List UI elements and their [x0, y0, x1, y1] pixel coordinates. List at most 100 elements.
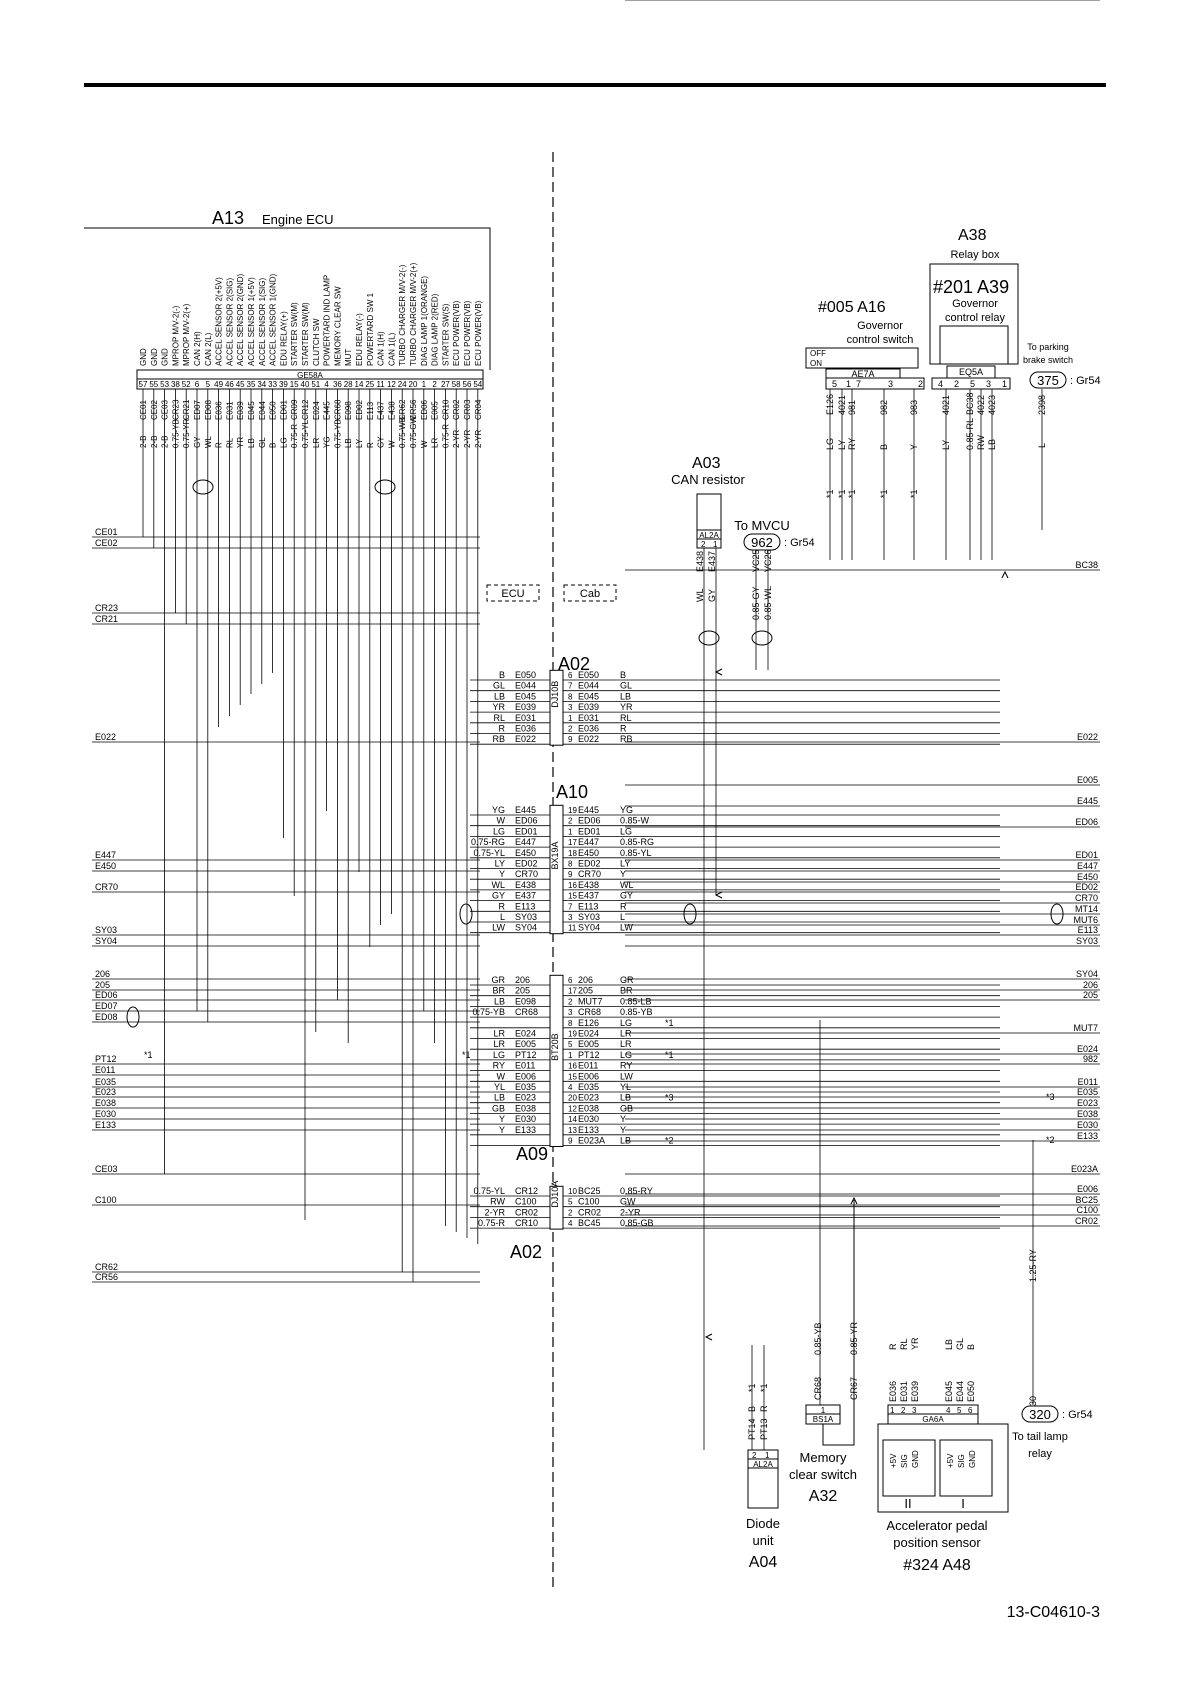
a03-connector-id: AL2A: [699, 531, 719, 540]
a38-sub: Relay box: [951, 249, 1000, 261]
ecu-pin-number: 45: [236, 380, 245, 389]
a32-name-2: clear switch: [789, 1467, 857, 1482]
ecu-wire-color: R: [215, 442, 224, 448]
mvcu-wire-code: VC26: [763, 549, 773, 572]
mvcu-wire-code: VC25: [751, 549, 761, 572]
left-wire-label: CR23: [95, 603, 118, 613]
a09-right-color: YL: [620, 1082, 631, 1092]
eq5a-pins: [931, 377, 1011, 390]
parking-text-2: brake switch: [1023, 355, 1073, 365]
star-note-pt12: *1: [144, 1050, 153, 1060]
a10-pin: 15: [568, 892, 577, 901]
left-wire-label: SY04: [95, 936, 117, 946]
a02-bottom-left-wire: C100: [515, 1197, 537, 1207]
a48-wire-code: E050: [966, 1381, 976, 1402]
a09-pin: 6: [568, 976, 573, 985]
a48-wire-color: R: [888, 1343, 898, 1350]
a10-right-wire: E437: [578, 891, 599, 901]
a10-right-color: LG: [620, 826, 632, 836]
a02-top-id: DJ10B: [550, 681, 560, 708]
a09-left-color: GR: [492, 975, 506, 985]
a38-wire-code: 4021: [941, 395, 951, 415]
bs1a-id: BS1A: [813, 1415, 834, 1424]
ecu-pin-function: CAN 1(L): [387, 332, 396, 366]
ecu-pin-number: 27: [441, 380, 450, 389]
a09-pin: 3: [568, 1008, 573, 1017]
ecu-wire-color: 2-B: [161, 436, 170, 448]
ecu-wire-color: 0.75-R: [290, 424, 299, 448]
ecu-pin-function: STARTER SW(S): [441, 303, 450, 366]
right-wire-label: 982: [1083, 1054, 1098, 1064]
a48-wire-code: E044: [955, 1381, 965, 1402]
a09-left-color: Y: [499, 1114, 505, 1124]
a10-right-wire: ED01: [578, 826, 601, 836]
a09-left-wire: PT12: [515, 1050, 537, 1060]
a10-right-color: 0.85-RG: [620, 837, 654, 847]
ecu-name: Engine ECU: [262, 212, 334, 227]
ecu-pin-number: 1: [422, 380, 427, 389]
a02-top-pin: 8: [568, 692, 573, 701]
ga6a-pin: 4: [946, 1406, 951, 1415]
ecu-connector-id: GE58A: [297, 371, 323, 380]
a09-pin: 5: [568, 1040, 573, 1049]
ecu-pin-function: POWERTARD SW 1: [366, 292, 375, 366]
a02-top-right-color: GL: [620, 681, 632, 691]
ecu-wire-code: E113: [366, 401, 375, 420]
mvcu-ref-oval: [743, 533, 781, 551]
a32-wire-color: 0.85-YR: [849, 1321, 859, 1355]
ecu-pin-function: GND: [150, 348, 159, 366]
a10-left-wire: SY03: [515, 912, 537, 922]
a02-bottom-right-wire: BC25: [578, 1186, 601, 1196]
tail-wire: 30: [1028, 1396, 1038, 1406]
a38-label: A38: [958, 227, 987, 244]
ecu-wire-code: CR21: [182, 399, 191, 420]
parking-ref-oval: [1029, 371, 1067, 389]
a02-bottom-pin: 2: [568, 1208, 573, 1217]
a10-left-wire: ED02: [515, 859, 538, 869]
star-note-e023: *3: [1046, 1092, 1055, 1102]
parking-gr: : Gr54: [1070, 375, 1101, 387]
a09-left-wire: 205: [515, 986, 530, 996]
ecu-pin-function: ECU POWER(VB): [452, 300, 461, 366]
a09-left-wire: E035: [515, 1082, 536, 1092]
ecu-wire-code: E024: [312, 401, 321, 420]
a02-top-label: A02: [558, 654, 590, 674]
a04-note: *1: [747, 1383, 757, 1392]
a38-wire-code: 4023: [987, 395, 997, 415]
twisted-pair-can1: [374, 479, 396, 495]
a10-right-wire: ED06: [578, 816, 601, 826]
right-wire-label: E035: [1077, 1087, 1098, 1097]
a16-wire-code: 983: [909, 400, 919, 415]
a10-right-color: R: [620, 901, 627, 911]
a10-right-color: 0.85-W: [620, 816, 650, 826]
right-wire-label: E030: [1077, 1120, 1098, 1130]
a16-off: OFF: [810, 349, 826, 358]
left-wire-label: E011: [95, 1065, 115, 1075]
a09-pin: 20: [568, 1094, 577, 1103]
a16-wire-code: E126: [825, 394, 835, 415]
ga6a-pin: 1: [890, 1406, 895, 1415]
a03-name: CAN resistor: [671, 472, 745, 487]
a02-top-right-color: LB: [620, 691, 631, 701]
ecu-pin-function: MPROP M/V-2(+): [182, 303, 191, 366]
a38-wire-code: 4022: [976, 395, 986, 415]
a10-right-color: WL: [620, 880, 634, 890]
ecu-pin-function: STARTER SW(M): [301, 302, 310, 366]
a32-wire-code: CR67: [849, 1377, 859, 1400]
left-wire-label: ED07: [95, 1001, 118, 1011]
a09-left-color: LG: [493, 1050, 505, 1060]
a09-right-wire: 205: [578, 986, 593, 996]
a09-pin: 14: [568, 1115, 577, 1124]
a09-right-wire: E038: [578, 1103, 599, 1113]
a10-right-wire: CR70: [578, 869, 601, 879]
a02-top-right-wire: E039: [578, 702, 599, 712]
a10-left-wire: ED01: [515, 826, 538, 836]
ecu-wire-code: CR68: [333, 399, 342, 420]
a09-right-wire: E023A: [578, 1136, 605, 1146]
right-wire-label: 206: [1083, 980, 1098, 990]
a03-label: A03: [692, 455, 721, 472]
a10-right-wire: ED02: [578, 859, 601, 869]
a39-id: #201 A39: [933, 277, 1009, 297]
right-wire-label: SY04: [1076, 969, 1098, 979]
a04-wire-code: PT13: [759, 1418, 769, 1440]
